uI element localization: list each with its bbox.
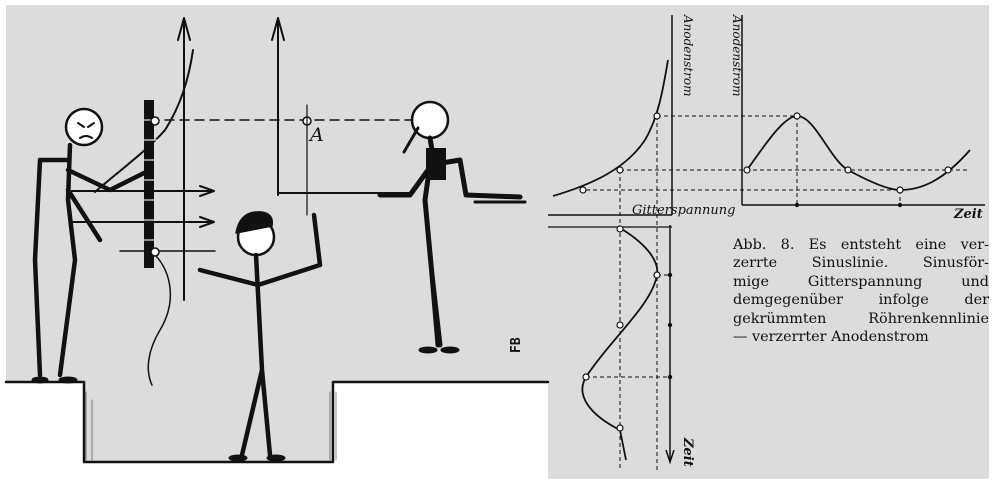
handdrawn-sine-curve xyxy=(147,254,172,386)
right-figure-head xyxy=(410,100,450,140)
boy-figure-cap xyxy=(235,211,274,234)
boy-figure-foot-left xyxy=(228,454,248,462)
figure-caption: Abb. 8. Es entsteht eine ver- zerrte Sin… xyxy=(733,236,989,346)
caption-line-2: zerrte Sinuslinie. Sinusför- xyxy=(733,255,989,272)
output-axis-dot-1 xyxy=(794,202,800,208)
input-time-axis-arrow xyxy=(665,449,675,465)
right-figure-body xyxy=(377,135,523,348)
pit-wall-hatching xyxy=(85,391,337,461)
boy-figure-foot-right xyxy=(266,454,286,462)
output-xlabel: Zeit xyxy=(953,207,983,222)
axis-left-arrowhead xyxy=(177,17,191,41)
pole-marker-top xyxy=(150,116,160,126)
output-point-5 xyxy=(944,166,952,174)
left-figure-foot-right xyxy=(58,376,78,384)
characteristic-point-3 xyxy=(653,112,661,120)
input-axis-dot-3 xyxy=(667,374,673,380)
horizontal-arrow-2 xyxy=(199,216,215,228)
measuring-pole xyxy=(144,100,154,268)
tube-characteristic-curve xyxy=(552,59,669,197)
output-point-2 xyxy=(793,112,801,120)
caption-line-4: demgegenüber infolge der xyxy=(733,292,989,309)
axis-right-arrowhead xyxy=(271,17,285,41)
right-figure-pipe xyxy=(402,126,420,154)
caption-line-6: — verzerrter Anodenstrom xyxy=(733,329,929,346)
output-point-1 xyxy=(743,166,751,174)
input-point-3 xyxy=(616,321,624,329)
input-sine-curve xyxy=(581,227,659,461)
output-ylabel: Anodenstrom xyxy=(730,14,744,96)
characteristic-ylabel: Anodenstrom xyxy=(681,14,695,96)
left-figure-foot-left xyxy=(31,376,49,384)
input-time-label: Zeit xyxy=(680,437,695,467)
output-point-3 xyxy=(844,166,852,174)
output-axis-dot-2 xyxy=(897,202,903,208)
right-figure-coat xyxy=(426,148,446,180)
left-figure-body xyxy=(32,142,153,378)
boy-figure-body xyxy=(197,212,323,458)
input-axis-dot-1 xyxy=(667,272,673,278)
caption-line-3: mige Gitterspannung und xyxy=(733,273,989,290)
input-point-1 xyxy=(616,225,624,233)
right-figure-foot-left xyxy=(418,346,438,354)
characteristic-xlabel: Gitterspannung xyxy=(632,203,735,218)
input-point-2 xyxy=(653,271,661,279)
monogram: FB xyxy=(509,337,524,353)
input-point-4 xyxy=(582,373,590,381)
input-point-5 xyxy=(616,424,624,432)
input-axis-dot-2 xyxy=(667,322,673,328)
caption-line-5: gekrümmten Röhrenkennlinie xyxy=(733,310,989,327)
left-figure-face xyxy=(77,122,95,139)
characteristic-point-1 xyxy=(579,186,587,194)
caption-line-1: Abb. 8. Es entsteht eine ver- xyxy=(733,237,989,253)
chart-marks xyxy=(552,59,971,470)
output-point-4 xyxy=(896,186,904,194)
characteristic-point-2 xyxy=(616,166,624,174)
pole-ticks xyxy=(141,119,159,241)
handdrawn-characteristic-curve xyxy=(94,49,194,193)
cartoon-illustration: A FB xyxy=(4,17,550,479)
pole-marker-bottom xyxy=(150,247,160,257)
horizontal-arrow-1 xyxy=(199,185,215,197)
point-a-label: A xyxy=(308,124,324,146)
pit-platform xyxy=(6,382,548,479)
right-figure-foot-right xyxy=(440,346,460,354)
charts-group xyxy=(548,15,985,470)
